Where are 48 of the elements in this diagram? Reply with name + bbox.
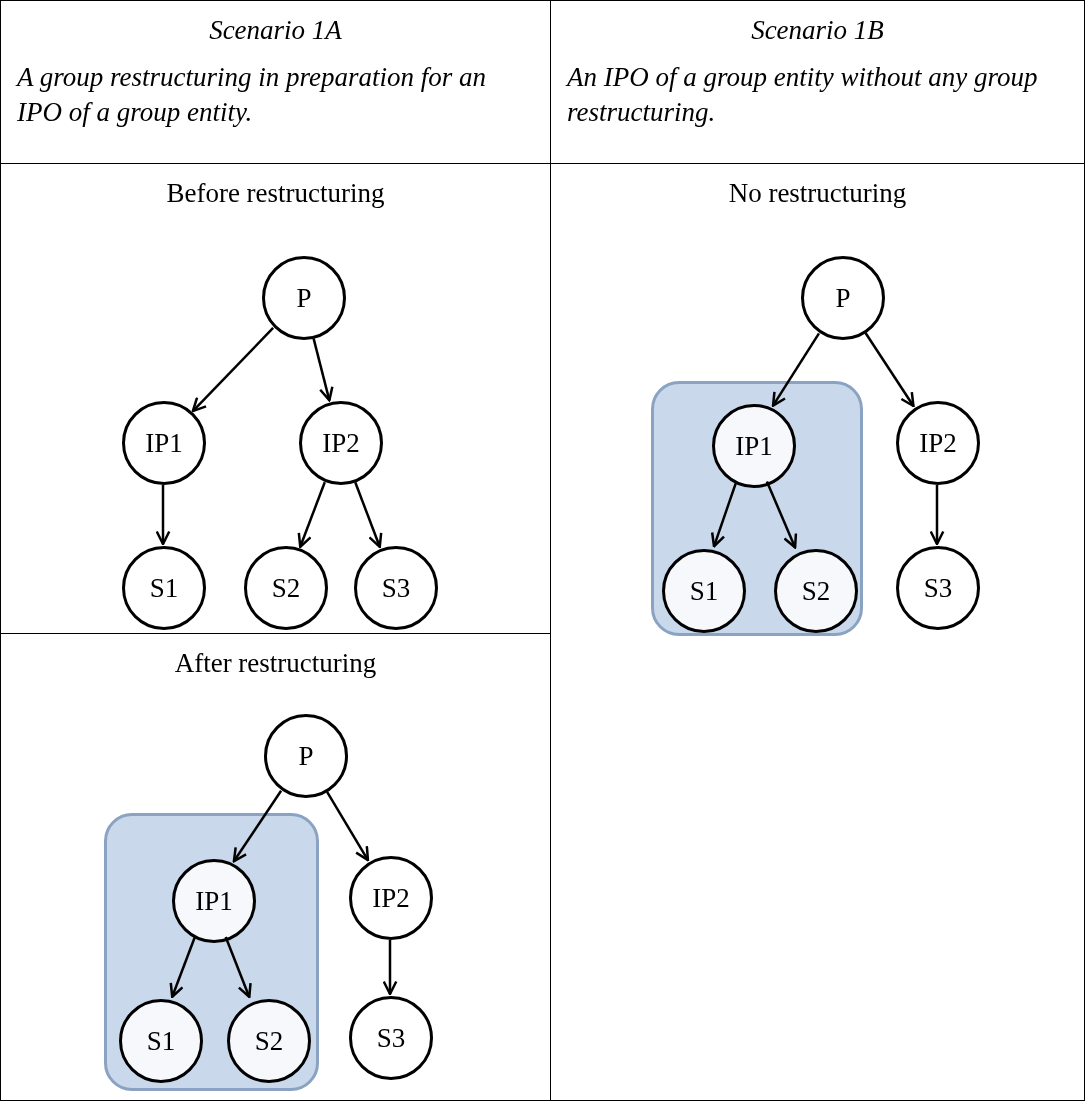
table-cell [0, 0, 551, 164]
arrow [224, 936, 252, 999]
entity-label: IP1 [195, 885, 233, 917]
arrow [771, 332, 820, 407]
entity-label: S1 [146, 1025, 176, 1057]
entity-label: IP2 [372, 882, 410, 914]
arrow [232, 790, 283, 863]
arrow [312, 338, 334, 402]
arrow [297, 481, 326, 549]
entity-label: S1 [149, 572, 179, 604]
arrow [710, 482, 738, 548]
scenario-description: An IPO of a group entity without any group restructuring. [564, 61, 1039, 130]
arrow [765, 481, 798, 549]
panel-title: After restructuring [173, 647, 378, 679]
entity-label: IP2 [322, 427, 360, 459]
arrow [354, 481, 383, 549]
scenario-description: A group restructuring in preparation for an IPO of a group entity. [14, 61, 488, 130]
entity-label: IP1 [145, 427, 183, 459]
panel-title: No restructuring [727, 177, 908, 209]
table-cell [550, 0, 1085, 164]
entity-label: S3 [923, 572, 953, 604]
arrow [864, 332, 915, 408]
highlight-box [651, 381, 863, 636]
entity-label: S3 [376, 1022, 406, 1054]
scenario-title: Scenario 1A [208, 14, 343, 46]
arrow [382, 940, 398, 996]
scenario-title: Scenario 1B [750, 14, 885, 46]
highlight-box [104, 813, 319, 1091]
panel-title: Before restructuring [165, 177, 386, 209]
arrow [155, 485, 171, 546]
entity-circle [227, 999, 311, 1083]
entity-label: P [296, 282, 312, 314]
entity-label: P [835, 282, 851, 314]
entity-label: S3 [381, 572, 411, 604]
entity-label: S2 [271, 572, 301, 604]
entity-label: S1 [689, 575, 719, 607]
table-cell [0, 633, 551, 1101]
entity-label: IP1 [735, 430, 773, 462]
table-cell [550, 163, 1085, 1101]
entity-label: IP2 [919, 427, 957, 459]
arrow [191, 327, 275, 413]
entity-label: P [298, 740, 314, 772]
entity-circle [774, 549, 858, 633]
arrow [169, 936, 196, 999]
entity-label: S2 [801, 575, 831, 607]
arrow [326, 791, 370, 862]
arrow [929, 485, 945, 546]
entity-label: S2 [254, 1025, 284, 1057]
